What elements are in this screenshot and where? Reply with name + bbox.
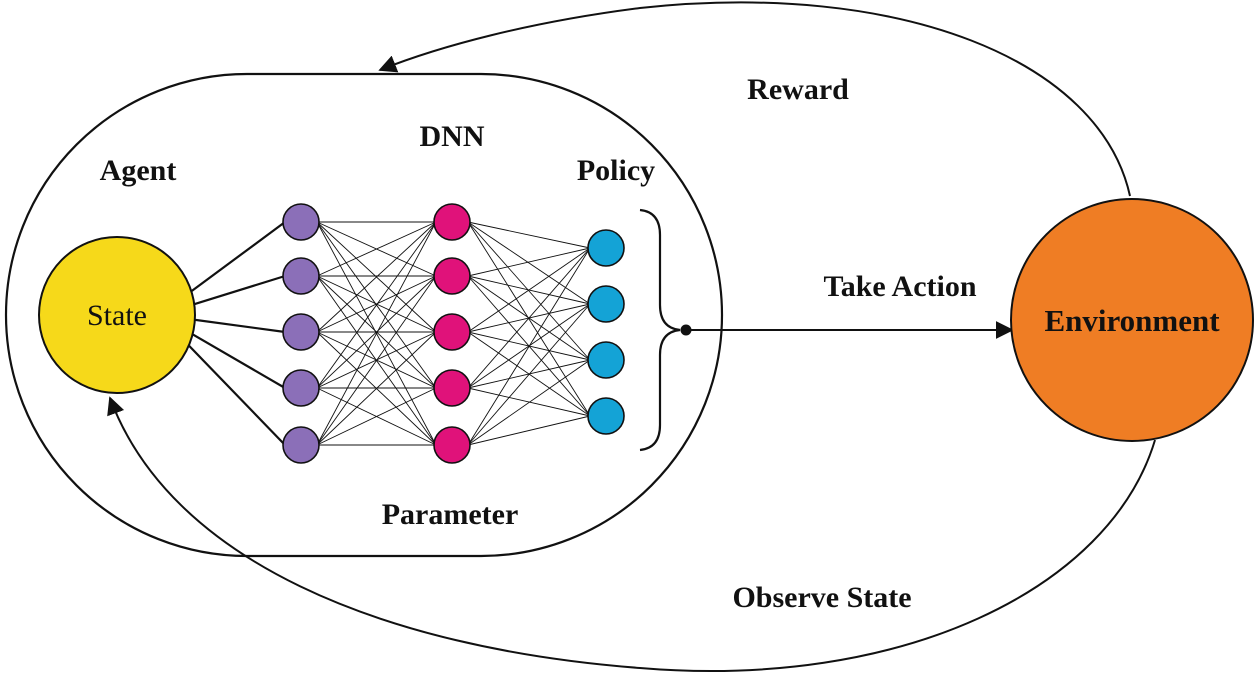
agent-label: Agent <box>100 154 177 187</box>
edge-l2-1-4 <box>467 221 591 417</box>
state-edge-1 <box>186 221 286 296</box>
edge-l2-1-3 <box>467 221 591 361</box>
observe-state-label: Observe State <box>732 581 911 614</box>
reward-arrow <box>378 1 1131 197</box>
input-neuron-2 <box>282 257 320 295</box>
edge-l1-2-1 <box>316 221 437 277</box>
output-neuron-4 <box>587 397 625 435</box>
reward-label: Reward <box>747 73 849 106</box>
edge-l2-5-2 <box>467 303 591 446</box>
policy-label: Policy <box>577 154 655 187</box>
dnn-label: DNN <box>420 120 485 153</box>
edge-l2-5-3 <box>467 359 591 446</box>
hidden-neuron-4 <box>433 369 471 407</box>
output-neuron-1 <box>587 229 625 267</box>
state-edge-2 <box>186 274 286 308</box>
output-neuron-2 <box>587 285 625 323</box>
edge-l2-3-1 <box>467 247 591 333</box>
edge-l1-4-1 <box>316 221 437 389</box>
edge-l1-5-3 <box>316 331 437 446</box>
environment-label: Environment <box>1044 303 1220 338</box>
input-neuron-3 <box>282 313 320 351</box>
network-edges <box>186 221 591 446</box>
state-edge-4 <box>186 330 286 389</box>
input-neuron-1 <box>282 203 320 241</box>
edge-l2-1-2 <box>467 221 591 305</box>
edge-l2-5-1 <box>467 247 591 446</box>
edge-l1-3-2 <box>316 275 437 333</box>
edge-l1-4-2 <box>316 275 437 389</box>
state-edge-3 <box>186 317 286 334</box>
edge-l2-2-1 <box>467 247 591 277</box>
parameter-label: Parameter <box>382 498 519 531</box>
policy-brace <box>639 208 681 452</box>
hidden-neuron-1 <box>433 203 471 241</box>
edge-l1-5-2 <box>316 275 437 446</box>
state-edge-5 <box>186 342 286 446</box>
edge-l2-4-1 <box>467 247 591 389</box>
environment-node <box>1010 198 1254 442</box>
edge-l2-5-4 <box>467 415 591 446</box>
input-neuron-5 <box>282 426 320 464</box>
edge-l1-5-1 <box>316 221 437 446</box>
hidden-neuron-5 <box>433 426 471 464</box>
edge-l1-3-1 <box>316 221 437 333</box>
action-dot <box>680 324 692 336</box>
state-label: State <box>87 299 147 332</box>
edge-l1-5-4 <box>316 387 437 446</box>
network-nodes <box>282 203 625 464</box>
take-action-label: Take Action <box>823 270 976 303</box>
agent-boundary <box>4 72 724 558</box>
output-neuron-3 <box>587 341 625 379</box>
state-node <box>38 236 196 394</box>
observe-state-arrow <box>107 396 1156 672</box>
hidden-neuron-2 <box>433 257 471 295</box>
input-neuron-4 <box>282 369 320 407</box>
hidden-neuron-3 <box>433 313 471 351</box>
edge-l2-1-1 <box>467 221 591 249</box>
